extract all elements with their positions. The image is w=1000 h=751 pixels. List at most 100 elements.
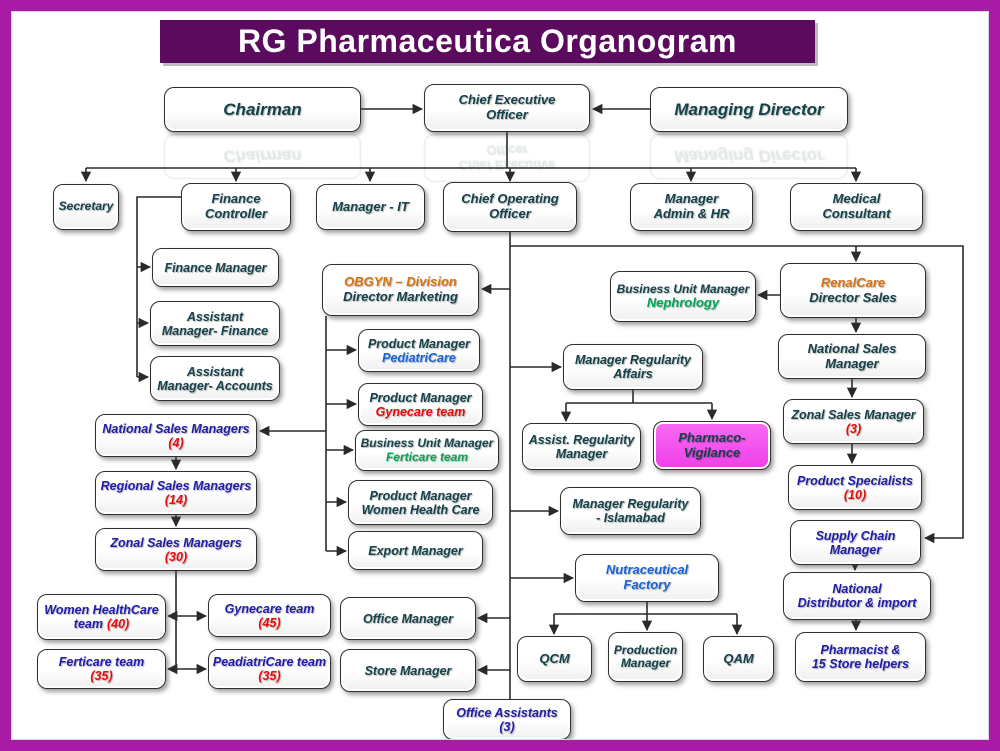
node-label: Medical: [832, 191, 881, 207]
node-product-manager-gynecare: Product Manager Gynecare team: [358, 383, 483, 426]
node-label: Factory: [623, 577, 671, 592]
node-chief-executive-officer: Chief Executive Officer: [424, 84, 590, 132]
node-label: QAM: [723, 650, 754, 666]
node-label: Finance Manager: [164, 260, 267, 275]
node-label: Affairs: [613, 367, 653, 381]
node-count: (14): [164, 493, 188, 507]
node-label: Assistant: [186, 364, 244, 379]
node-label: Director Sales: [809, 289, 897, 305]
node-label: Manager: [829, 542, 882, 557]
node-count: (45): [258, 615, 281, 630]
node-label: Assistant: [186, 309, 244, 324]
node-label: Officer: [489, 206, 531, 221]
node-label: Director Marketing: [343, 289, 458, 304]
node-label: Chief Executive: [458, 92, 556, 108]
node-national-sales-manager: National Sales Manager: [778, 334, 926, 379]
node-label: Business Unit Manager: [616, 281, 750, 296]
node-label: Pharmacist &: [820, 643, 901, 657]
node-count: (40): [106, 617, 130, 631]
node-count: (4): [168, 435, 184, 450]
node-secretary: Secretary: [53, 184, 119, 230]
node-label: PediatriCare: [382, 350, 456, 365]
node-qcm: QCM: [517, 636, 592, 682]
page-title: RG Pharmaceutica Organogram: [160, 20, 815, 63]
node-label: Women Health Care: [361, 502, 480, 517]
node-zonal-sales-managers: Zonal Sales Managers (30): [95, 528, 257, 571]
node-product-specialists: Product Specialists (10): [788, 465, 922, 510]
node-manager-regularity-affairs: Manager Regularity Affairs: [563, 344, 703, 390]
node-product-manager-women-health-care: Product Manager Women Health Care: [348, 480, 493, 525]
node-label: Manager Regularity: [572, 497, 689, 511]
node-peadiatricare-team: PeadiatriCare team (35): [208, 649, 331, 689]
node-export-manager: Export Manager: [348, 531, 483, 570]
node-label: Pharmaco-: [678, 429, 746, 445]
node-label: Nutraceutical: [605, 562, 689, 578]
node-label: Export Manager: [368, 543, 463, 558]
node-finance-manager: Finance Manager: [152, 248, 279, 287]
node-label: Zonal Sales Managers: [110, 535, 242, 550]
wire-right-loop: [510, 245, 964, 544]
node-chief-operating-officer: Chief Operating Officer: [443, 182, 577, 232]
node-label: Zonal Sales Manager: [791, 407, 916, 422]
node-label: Product Manager: [369, 488, 472, 503]
node-national-distributor-import: National Distributor & import: [783, 572, 931, 620]
node-medical-consultant: Medical Consultant: [790, 183, 923, 231]
node-finance-controller: Finance Controller: [181, 183, 291, 231]
node-business-unit-manager-nephrology: Business Unit Manager Nephrology: [610, 271, 756, 322]
node-label: Gynecare team: [224, 601, 315, 616]
node-manager-admin-hr: Manager Admin & HR: [630, 183, 753, 231]
node-store-manager: Store Manager: [340, 649, 476, 692]
node-label: PeadiatriCare team: [212, 655, 327, 669]
node-label: Office Assistants: [456, 705, 558, 720]
node-manager-regularity-islamabad: Manager Regularity - Islamabad: [560, 487, 701, 535]
node-label: Distributor & import: [797, 596, 917, 610]
node-national-sales-managers: National Sales Managers (4): [95, 414, 257, 457]
node-supply-chain-manager: Supply Chain Manager: [790, 520, 921, 565]
node-label: National Sales: [807, 340, 897, 356]
node-count: (30): [164, 549, 188, 564]
node-ferticare-team: Ferticare team (35): [37, 649, 166, 689]
node-label: Managing Director: [674, 99, 824, 119]
node-label: Store Manager: [364, 663, 452, 678]
node-pharmacist-store-helpers: Pharmacist & 15 Store helpers: [795, 632, 926, 682]
node-office-assistants: Office Assistants (3): [443, 699, 571, 740]
node-label: Product Specialists: [796, 473, 913, 488]
node-label: Chief Operating: [461, 191, 559, 207]
node-label: Manager: [620, 656, 671, 670]
node-count: (35): [90, 669, 113, 683]
node-label: RenalCare: [820, 274, 886, 290]
node-label: Manager- Finance: [161, 323, 269, 338]
node-label: Secretary: [58, 199, 114, 214]
node-label: Officer: [486, 107, 528, 122]
node-product-manager-pediatricare: Product Manager PediatriCare: [358, 329, 480, 372]
node-label: Manager- Accounts: [157, 378, 273, 393]
node-label: Manager: [825, 355, 879, 371]
node-count: (3): [845, 421, 862, 436]
node-label: Women HealthCare: [44, 603, 159, 617]
node-pharmaco-vigilance: Pharmaco- Vigilance: [653, 421, 771, 470]
node-manager-it: Manager - IT: [316, 184, 425, 230]
node-label: Production: [613, 642, 678, 657]
node-label: Ferticare team: [58, 655, 145, 669]
node-label: Assist. Regularity: [528, 432, 635, 447]
node-label: Admin & HR: [653, 206, 730, 221]
node-label: Manager: [664, 191, 719, 207]
node-label: Supply Chain: [815, 528, 896, 543]
node-label: Nephrology: [646, 294, 720, 310]
node-label: Gynecare team: [375, 404, 466, 419]
node-label: Office Manager: [362, 611, 454, 626]
node-label: Finance: [211, 191, 261, 207]
node-women-healthcare-team: Women HealthCare team (40): [37, 594, 166, 640]
node-label: QCM: [539, 650, 570, 666]
wire-regularity-split: [566, 390, 712, 404]
node-managing-director: Managing Director: [650, 87, 848, 132]
node-qam: QAM: [703, 636, 774, 682]
node-regional-sales-managers: Regional Sales Managers (14): [95, 471, 257, 515]
node-count: (35): [258, 669, 281, 683]
node-gynecare-team: Gynecare team (45): [208, 594, 331, 637]
node-label: Regional Sales Managers: [100, 479, 252, 493]
node-production-manager: Production Manager: [608, 632, 683, 682]
node-chairman: Chairman: [164, 87, 361, 132]
node-obgyn-division-director-marketing: OBGYN – Division Director Marketing: [322, 264, 479, 316]
